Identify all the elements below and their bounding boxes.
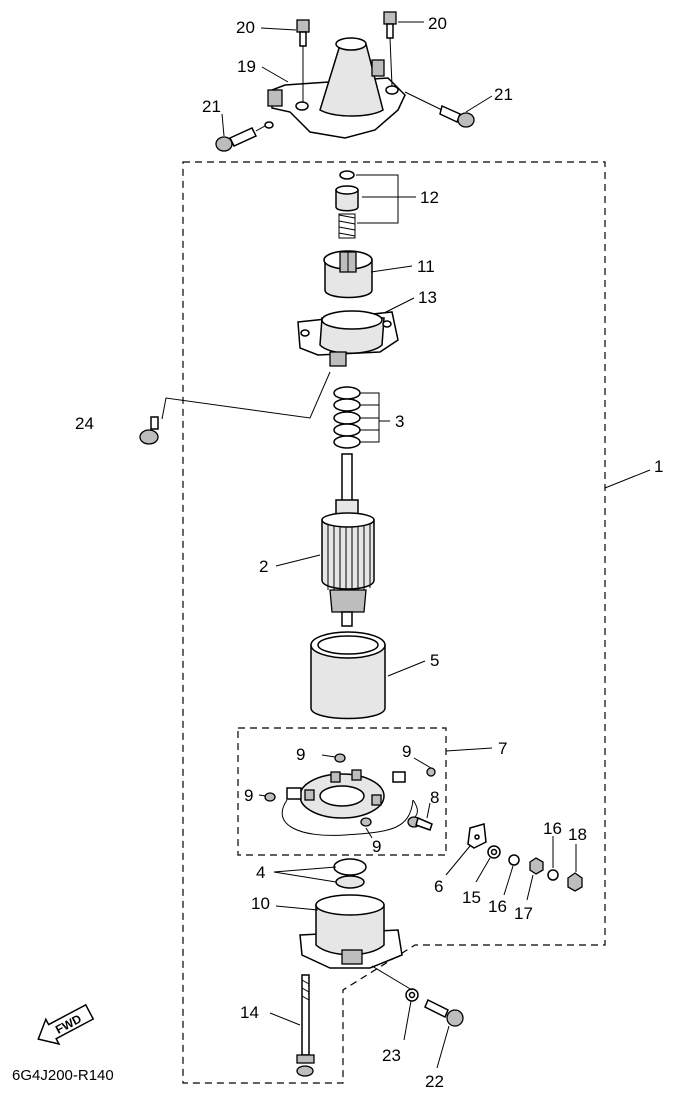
callout-21-right: 21 [494, 85, 513, 104]
callout-19: 19 [237, 57, 256, 76]
bolt-20-right-part [383, 11, 397, 87]
front-bracket-part [297, 310, 399, 367]
washer-15-part [487, 845, 501, 859]
through-bolt-part [296, 974, 315, 1077]
forward-direction-arrow: FWD [37, 1003, 95, 1046]
callout-22: 22 [425, 1072, 444, 1091]
bolt-24-part [139, 416, 159, 445]
nut-18-part [567, 872, 583, 892]
pinion-stopper-set-part [335, 170, 359, 239]
callout-24: 24 [75, 414, 94, 433]
callout-10: 10 [251, 894, 270, 913]
screw-9-top-part [321, 753, 346, 763]
callout-14: 14 [240, 1003, 259, 1022]
terminal-plate-part [467, 823, 487, 849]
callout-20-right: 20 [428, 14, 447, 33]
callout-8: 8 [430, 788, 439, 807]
bolt-20-left-part [296, 19, 310, 102]
bolt-21-left-part [215, 121, 274, 152]
brush-holder-set-dashed-boundary [237, 727, 447, 856]
terminal-bolt-part [407, 799, 433, 831]
pinion-part [323, 250, 373, 299]
callout-20-left: 20 [236, 18, 255, 37]
callout-2: 2 [259, 557, 268, 576]
nut-17-part [529, 857, 544, 875]
callout-15: 15 [462, 888, 481, 907]
starter-cover-part [267, 37, 406, 139]
callout-9-top: 9 [296, 745, 305, 764]
bolt-22-part [424, 998, 464, 1027]
screw-9-right-part [426, 767, 436, 777]
callout-4: 4 [256, 863, 265, 882]
callout-1: 1 [654, 457, 663, 476]
armature-part [321, 453, 375, 627]
washer-16-left-part [508, 854, 520, 866]
callout-6: 6 [434, 877, 443, 896]
callout-21-left: 21 [202, 97, 221, 116]
callout-16-left: 16 [488, 897, 507, 916]
callout-9-bottom: 9 [372, 837, 381, 856]
callout-9-left: 9 [244, 786, 253, 805]
yoke-part [310, 631, 386, 720]
screw-9-bottom-part [360, 817, 372, 827]
drawing-code: 6G4J200-R140 [12, 1067, 114, 1084]
callout-7: 7 [498, 739, 507, 758]
callout-17: 17 [514, 904, 533, 923]
callout-11: 11 [417, 257, 435, 276]
callout-23: 23 [382, 1046, 401, 1065]
washer-16-right-part [547, 869, 559, 881]
washer-4-part [333, 858, 367, 889]
assembly-1-dashed-boundary [182, 161, 606, 1084]
brush-holder-plate-part [281, 769, 414, 836]
callout-16-right: 16 [543, 819, 562, 838]
callout-9-right: 9 [402, 742, 411, 761]
callout-12: 12 [420, 188, 439, 207]
bolt-21-right-part [404, 91, 475, 128]
washer-set-part [333, 386, 361, 449]
callout-18: 18 [568, 825, 587, 844]
callout-5: 5 [430, 651, 439, 670]
leader-lines [161, 21, 651, 1069]
screw-9-left-part [264, 792, 276, 802]
rear-bracket-part [299, 894, 403, 969]
callout-13: 13 [418, 288, 437, 307]
callout-3: 3 [395, 412, 404, 431]
washer-23-part [405, 988, 419, 1002]
